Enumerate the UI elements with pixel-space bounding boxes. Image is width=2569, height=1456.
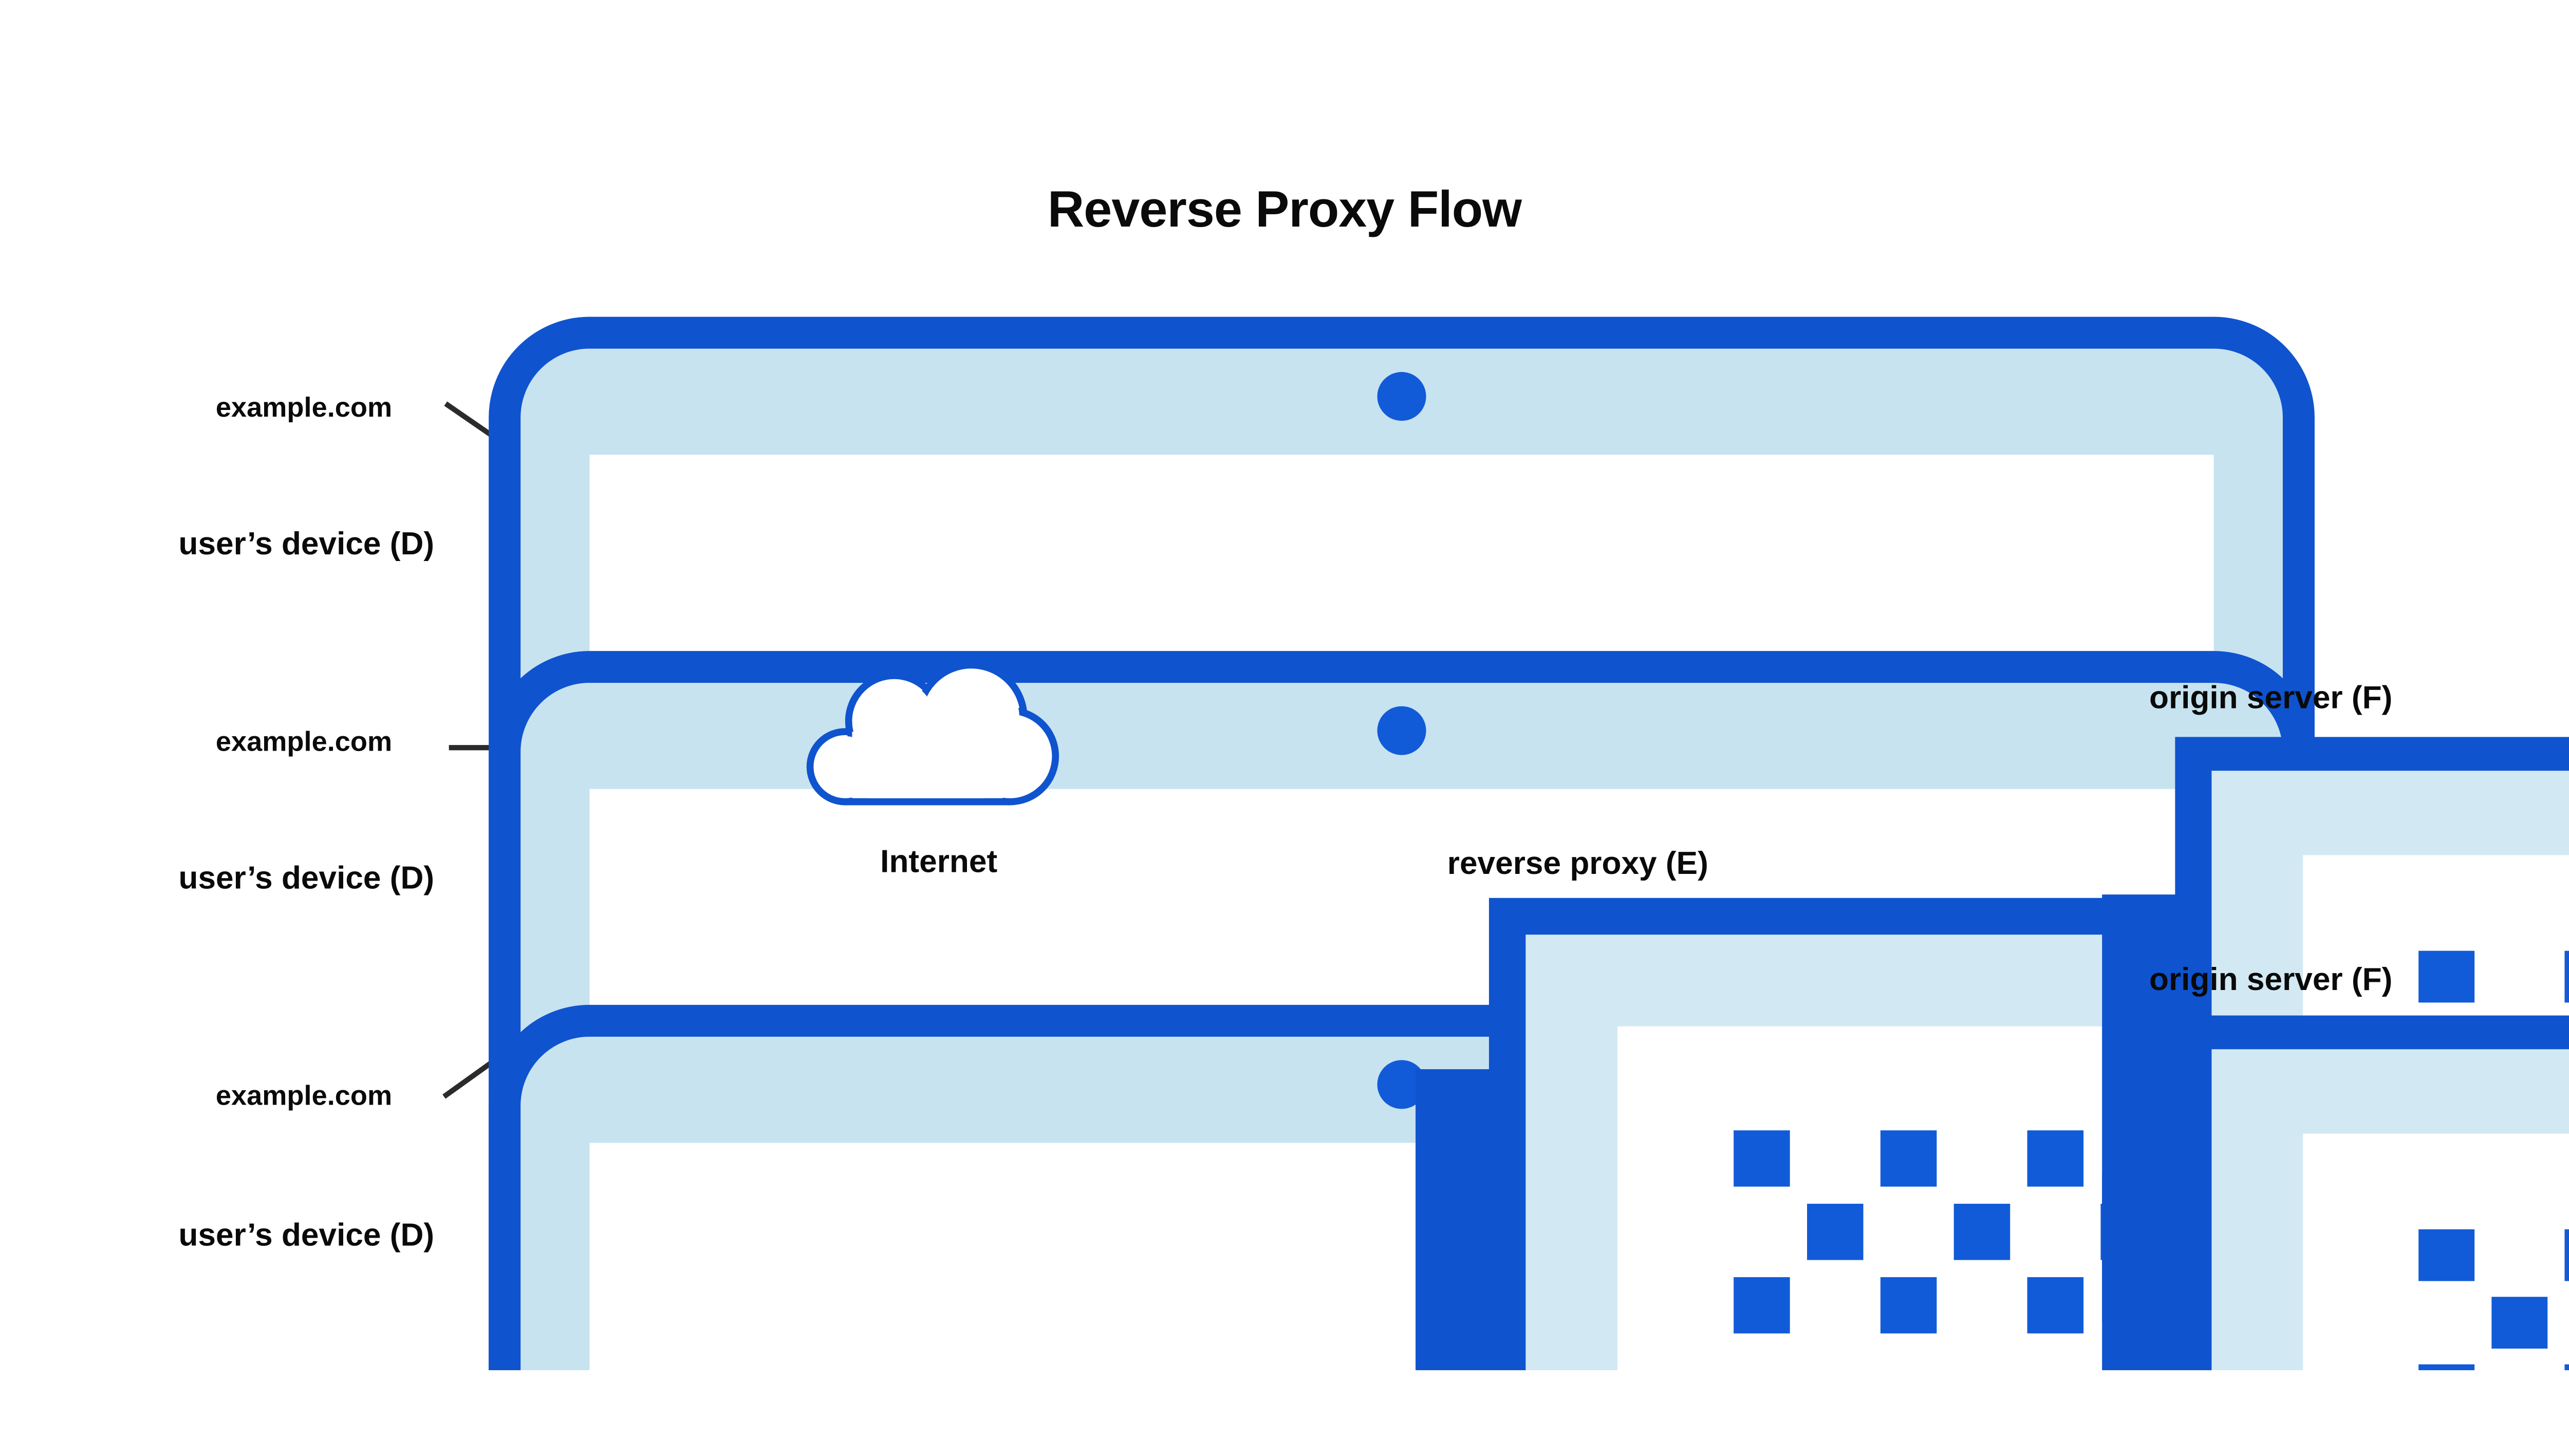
internet-label: Internet (880, 844, 997, 880)
device-label: user’s device (D) (179, 861, 435, 896)
internet-node: Internet (806, 661, 1059, 880)
reverse-proxy-flow-diagram: Reverse Proxy Flow example.com user’s de… (179, 181, 2569, 1370)
origin-server-1: origin server (F) (2102, 680, 2569, 1370)
reverse-proxy-node: reverse proxy (E) (1416, 846, 2569, 1370)
origin-server-label: origin server (F) (2149, 680, 2392, 716)
reverse-proxy-label: reverse proxy (E) (1447, 846, 1708, 881)
origin-server-2: origin server (F) (2102, 962, 2569, 1370)
device-label: user’s device (D) (179, 526, 435, 562)
device-label: user’s device (D) (179, 1218, 435, 1253)
device-3: example.com user’s device (D) (179, 1021, 2548, 1370)
device-1: example.com user’s device (D) (179, 333, 2548, 1370)
device-screen-text: example.com (216, 1080, 392, 1111)
origin-server-label: origin server (F) (2149, 962, 2392, 997)
device-screen-text: example.com (216, 392, 392, 423)
device-2: example.com user’s device (D) (179, 667, 2548, 1370)
device-screen-text: example.com (216, 726, 392, 757)
page-title: Reverse Proxy Flow (1048, 181, 1522, 237)
cloud-icon (806, 661, 1059, 806)
